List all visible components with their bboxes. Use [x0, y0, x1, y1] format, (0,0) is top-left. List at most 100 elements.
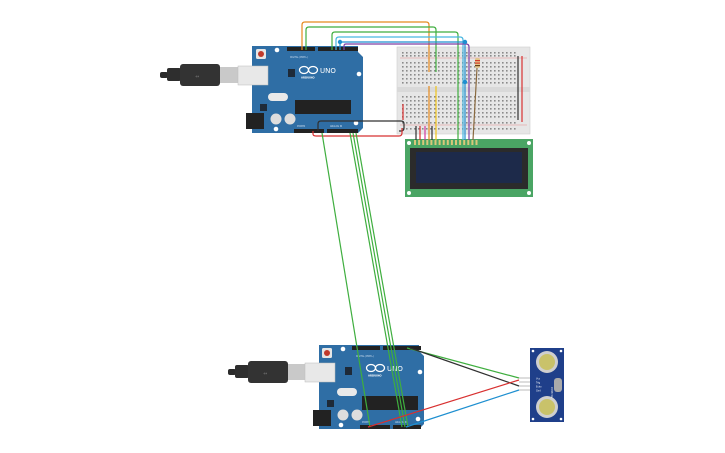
breadboard-hole[interactable]: [478, 128, 480, 130]
breadboard-hole[interactable]: [402, 78, 404, 80]
breadboard-hole[interactable]: [438, 78, 440, 80]
breadboard-hole[interactable]: [430, 116, 432, 118]
breadboard-hole[interactable]: [430, 74, 432, 76]
power-header[interactable]: [294, 129, 324, 133]
breadboard-hole[interactable]: [510, 55, 512, 57]
breadboard-hole[interactable]: [434, 96, 436, 98]
breadboard-hole[interactable]: [406, 108, 408, 110]
breadboard-hole[interactable]: [482, 66, 484, 68]
breadboard-hole[interactable]: [450, 122, 452, 124]
breadboard-hole[interactable]: [458, 62, 460, 64]
ultrasonic-sensor-hc-sr04[interactable]: Vcc Trig Echo Gnd HC-SR04: [519, 348, 564, 422]
breadboard-hole[interactable]: [490, 62, 492, 64]
breadboard-hole[interactable]: [510, 108, 512, 110]
lcd-pin[interactable]: [422, 140, 425, 145]
arduino-uno-top[interactable]: DIGITAL (PWM~) POWER ANALOG IN UNO ARDUI…: [237, 46, 363, 133]
breadboard-hole[interactable]: [506, 62, 508, 64]
breadboard-hole[interactable]: [422, 122, 424, 124]
breadboard-hole[interactable]: [478, 55, 480, 57]
breadboard-hole[interactable]: [466, 100, 468, 102]
breadboard-hole[interactable]: [486, 55, 488, 57]
breadboard-hole[interactable]: [514, 96, 516, 98]
wire-green[interactable]: [321, 132, 371, 428]
breadboard-hole[interactable]: [478, 70, 480, 72]
wire-purple[interactable]: [343, 43, 470, 140]
breadboard-hole[interactable]: [450, 108, 452, 110]
breadboard-hole[interactable]: [470, 104, 472, 106]
breadboard-hole[interactable]: [426, 122, 428, 124]
breadboard-hole[interactable]: [422, 52, 424, 54]
breadboard-hole[interactable]: [474, 62, 476, 64]
breadboard-hole[interactable]: [410, 52, 412, 54]
breadboard-hole[interactable]: [470, 112, 472, 114]
breadboard-hole[interactable]: [486, 128, 488, 130]
breadboard-hole[interactable]: [406, 100, 408, 102]
breadboard-hole[interactable]: [466, 52, 468, 54]
breadboard-hole[interactable]: [402, 82, 404, 84]
breadboard-hole[interactable]: [414, 116, 416, 118]
breadboard-hole[interactable]: [478, 112, 480, 114]
breadboard-hole[interactable]: [458, 66, 460, 68]
breadboard-hole[interactable]: [482, 122, 484, 124]
breadboard-hole[interactable]: [510, 116, 512, 118]
breadboard-hole[interactable]: [418, 78, 420, 80]
breadboard-hole[interactable]: [458, 78, 460, 80]
breadboard-hole[interactable]: [446, 96, 448, 98]
lcd-pin[interactable]: [426, 140, 429, 145]
breadboard-hole[interactable]: [422, 66, 424, 68]
arduino-uno-bottom[interactable]: DIGITAL (PWM~) POWER ANALOG IN UNO ARDUI…: [304, 345, 424, 429]
breadboard-hole[interactable]: [498, 52, 500, 54]
breadboard-hole[interactable]: [426, 112, 428, 114]
breadboard-hole[interactable]: [430, 62, 432, 64]
breadboard-hole[interactable]: [402, 96, 404, 98]
breadboard-hole[interactable]: [510, 128, 512, 130]
breadboard-hole[interactable]: [414, 104, 416, 106]
breadboard-hole[interactable]: [450, 96, 452, 98]
power-header[interactable]: [360, 425, 390, 429]
sensor-pin-vcc[interactable]: [519, 377, 530, 379]
breadboard-hole[interactable]: [482, 82, 484, 84]
breadboard-hole[interactable]: [402, 66, 404, 68]
breadboard-hole[interactable]: [418, 74, 420, 76]
breadboard-hole[interactable]: [502, 116, 504, 118]
breadboard-hole[interactable]: [486, 108, 488, 110]
breadboard-hole[interactable]: [442, 122, 444, 124]
breadboard-hole[interactable]: [478, 74, 480, 76]
breadboard-hole[interactable]: [482, 74, 484, 76]
breadboard-hole[interactable]: [470, 96, 472, 98]
breadboard-hole[interactable]: [442, 104, 444, 106]
breadboard-hole[interactable]: [438, 122, 440, 124]
breadboard-hole[interactable]: [438, 116, 440, 118]
breadboard-hole[interactable]: [406, 116, 408, 118]
breadboard-hole[interactable]: [478, 104, 480, 106]
breadboard-hole[interactable]: [434, 128, 436, 130]
breadboard-hole[interactable]: [498, 78, 500, 80]
breadboard-hole[interactable]: [442, 112, 444, 114]
breadboard-hole[interactable]: [494, 55, 496, 57]
breadboard-hole[interactable]: [410, 55, 412, 57]
breadboard-hole[interactable]: [430, 104, 432, 106]
breadboard-hole[interactable]: [514, 78, 516, 80]
breadboard-hole[interactable]: [414, 78, 416, 80]
breadboard-hole[interactable]: [454, 55, 456, 57]
breadboard-hole[interactable]: [406, 78, 408, 80]
breadboard-hole[interactable]: [498, 122, 500, 124]
breadboard-hole[interactable]: [498, 104, 500, 106]
breadboard-hole[interactable]: [490, 112, 492, 114]
breadboard-hole[interactable]: [486, 96, 488, 98]
breadboard-hole[interactable]: [506, 78, 508, 80]
breadboard-hole[interactable]: [490, 100, 492, 102]
breadboard-hole[interactable]: [406, 82, 408, 84]
breadboard-hole[interactable]: [434, 108, 436, 110]
breadboard-hole[interactable]: [470, 116, 472, 118]
breadboard-hole[interactable]: [446, 78, 448, 80]
breadboard-hole[interactable]: [434, 62, 436, 64]
breadboard-hole[interactable]: [482, 116, 484, 118]
breadboard-hole[interactable]: [514, 62, 516, 64]
sensor-pin-gnd[interactable]: [519, 389, 530, 391]
breadboard-hole[interactable]: [458, 116, 460, 118]
breadboard-hole[interactable]: [514, 108, 516, 110]
breadboard-hole[interactable]: [426, 96, 428, 98]
breadboard-hole[interactable]: [450, 70, 452, 72]
breadboard-hole[interactable]: [470, 62, 472, 64]
